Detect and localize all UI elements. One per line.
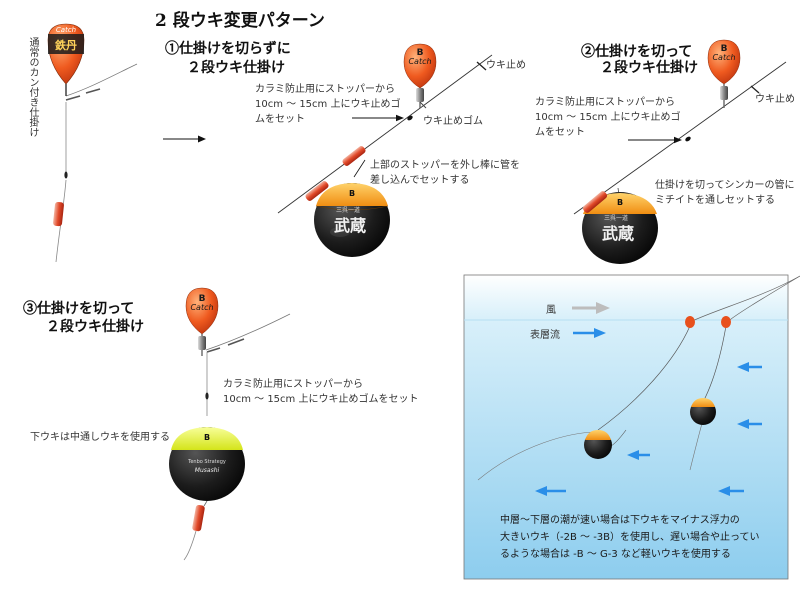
svg-text:鉄丹: 鉄丹 xyxy=(55,38,77,52)
panel3-stopper-note: カラミ防止用にストッパーから 10cm ～ 15cm 上にウキ止めゴムをセット xyxy=(223,379,419,405)
panel3-float-brand-2: Musashi xyxy=(195,467,220,474)
panel3-heading-2: ２段ウキ仕掛け xyxy=(46,319,144,335)
wind-label: 風 xyxy=(546,305,556,316)
flow-arrows xyxy=(535,362,762,496)
svg-text:B: B xyxy=(204,433,210,442)
panel1-float-kanji: 武蔵 xyxy=(334,216,367,235)
panel3-lower-float-note: 下ウキは中通しウキを使用する xyxy=(30,432,170,443)
panel1-heading-1: ①仕掛けを切らずに xyxy=(165,41,291,57)
panel2-stopper-label: ウキ止め xyxy=(755,94,795,105)
transition-arrow xyxy=(163,135,206,143)
panel1-upper-float: Catch B xyxy=(403,43,437,109)
panel1-heading-2: ２段ウキ仕掛け xyxy=(187,60,285,76)
panel1-insert-note: 上部のストッパーを外し棒に管を 差し込んでセットする xyxy=(370,160,520,186)
panel1-float-small-text: 三呉一道 xyxy=(336,207,361,214)
svg-text:Catch: Catch xyxy=(712,53,735,62)
panel3-lower-float: B Tenbo Strategy Musashi xyxy=(169,427,245,501)
panel3-heading-1: ③仕掛けを切って xyxy=(23,301,135,317)
surface-float-left xyxy=(685,316,695,328)
svg-text:Catch: Catch xyxy=(56,26,76,34)
diagram-title: 2 段ウキ変更パターン xyxy=(155,11,325,31)
panel1-stopper-label: ウキ止め xyxy=(486,60,526,71)
panel2-stopper-note: カラミ防止用にストッパーから 10cm ～ 15cm 上にウキ止めゴ ムをセット xyxy=(535,97,681,138)
panel2-heading-2: ２段ウキ仕掛け xyxy=(600,60,698,76)
svg-text:Catch: Catch xyxy=(408,57,431,66)
submerged-float-right xyxy=(690,398,716,425)
panel2-upper-float: Catch B xyxy=(707,39,741,108)
svg-text:B: B xyxy=(199,294,206,304)
normal-rig: Catch 鉄丹 xyxy=(47,23,138,263)
panel1-lower-float: B xyxy=(314,183,390,257)
panel2-float-kanji: 武蔵 xyxy=(602,224,635,243)
panel3-upper-float: Catch B xyxy=(185,287,219,356)
panel3-float-brand-1: Tenbo Strategy xyxy=(187,459,226,465)
svg-text:B: B xyxy=(349,189,355,198)
svg-text:B: B xyxy=(617,198,623,207)
panel3-rig: Catch B B Tenbo Strategy Musashi xyxy=(169,287,291,561)
water-explanation: 中層～下層の潮が速い場合は下ウキをマイナス浮力の 大きいウキ（-2B ～ -3B… xyxy=(500,515,760,560)
panel1-stopper-note: カラミ防止用にストッパーから 10cm ～ 15cm 上にウキ止めゴ ムをセット xyxy=(255,84,401,125)
submerged-float-left xyxy=(584,430,612,459)
panel2-float-small-text: 三呉一道 xyxy=(604,215,629,222)
panel2-cut-note: 仕掛けを切ってシンカーの管に ミチイトを通しセットする xyxy=(655,180,795,206)
surface-float-right xyxy=(721,316,731,328)
panel1-rubber-label: ウキ止めゴム xyxy=(423,116,483,127)
panel2-heading-1: ②仕掛けを切って xyxy=(581,44,693,60)
water-panel xyxy=(463,274,800,580)
surface-current-label: 表層流 xyxy=(530,330,560,341)
normal-rig-label: 通常のカン付き仕掛け xyxy=(27,37,38,137)
panel1-rig: Catch B B xyxy=(277,43,493,257)
svg-text:B: B xyxy=(417,48,424,58)
svg-text:B: B xyxy=(721,44,728,54)
panel2-rig: Catch B B xyxy=(573,39,787,264)
svg-text:Catch: Catch xyxy=(190,303,213,312)
